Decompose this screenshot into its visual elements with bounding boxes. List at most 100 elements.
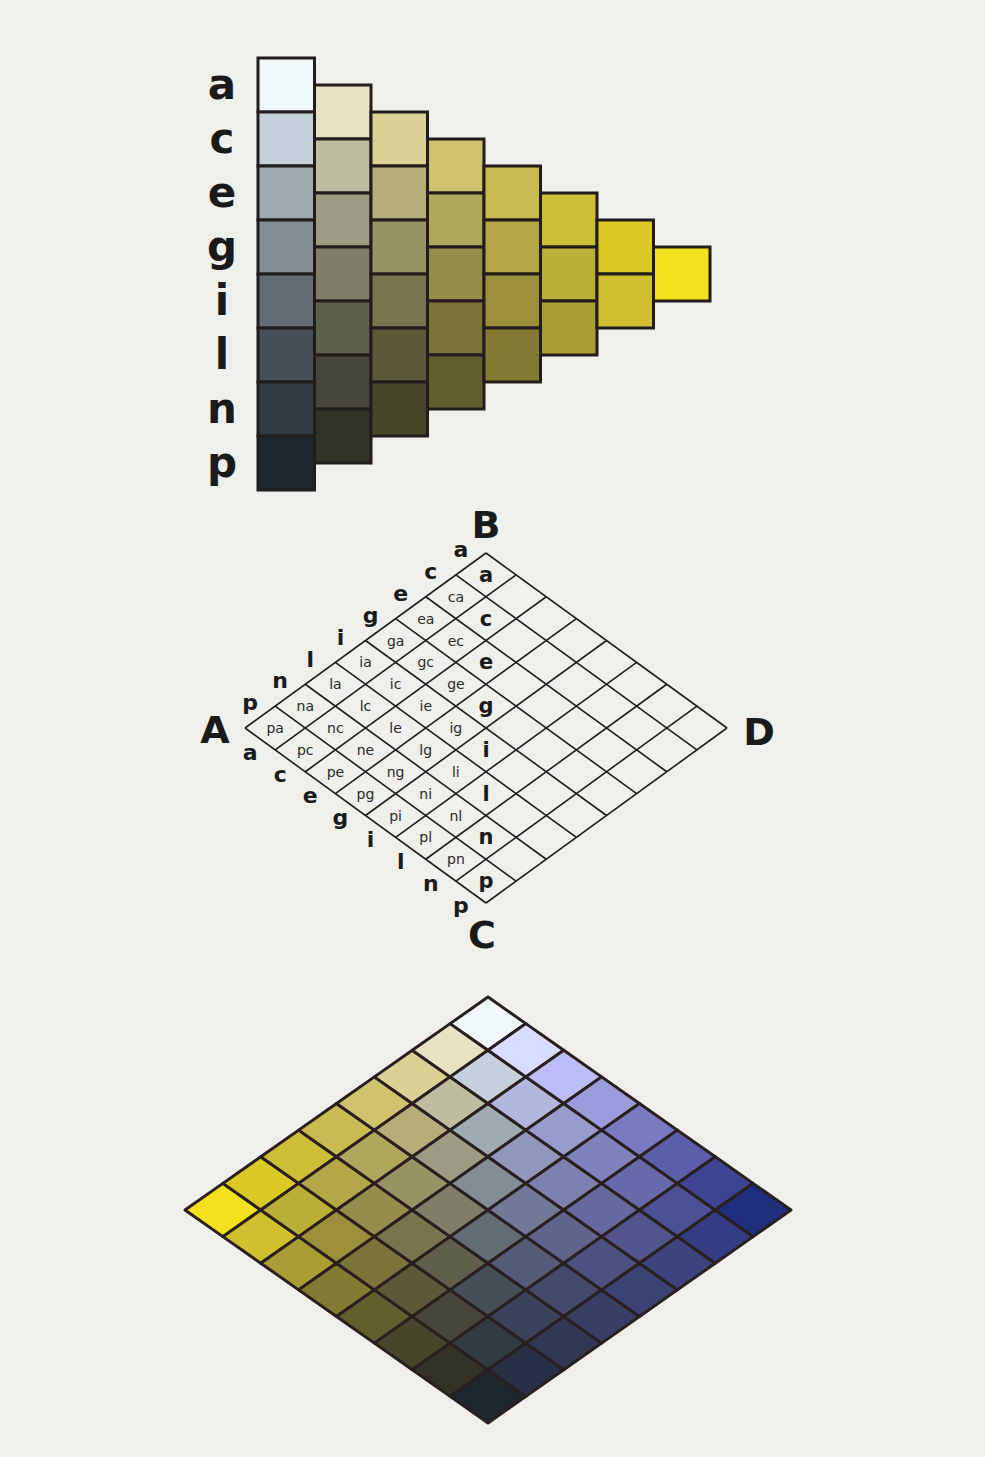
paint-swatch [258,328,315,382]
paint-swatch [371,166,428,220]
paint-swatch [371,274,428,328]
edge-letter: n [272,670,288,692]
edge-letter: g [363,605,379,627]
edge-letter: g [333,807,349,829]
paint-swatch [315,85,372,139]
cell-label: ie [419,699,432,713]
paint-swatch [484,166,541,220]
edge-letter: l [397,851,405,873]
paint-swatch [597,274,654,328]
paint-swatch [428,247,485,301]
edge-letter: e [393,583,408,605]
cell-label: la [329,677,341,691]
cell-label: nc [327,721,344,735]
paint-swatch [484,328,541,382]
paint-swatch [258,382,315,436]
edge-letter: p [453,895,469,917]
cell-label: le [389,721,402,735]
grid-line [396,662,637,837]
cell-label: lg [419,743,432,757]
row-letter: c [210,118,235,160]
painted-mixing-diamond [185,997,791,1423]
corner-label: B [472,506,501,544]
diagonal-letter: e [479,652,493,673]
paint-swatch [654,247,711,301]
edge-letter: e [303,785,318,807]
corner-label: D [743,713,775,751]
cell-label: pa [266,721,283,735]
paint-swatch [371,220,428,274]
cell-label: pc [297,743,314,757]
grid-line [426,597,667,772]
row-letter: p [207,442,237,484]
paint-swatch [541,301,598,355]
row-letter: l [215,334,229,376]
cell-label: ea [417,612,434,626]
paint-swatch [597,220,654,274]
paint-swatch [541,247,598,301]
diagonal-letter: n [479,827,494,848]
grid-line [456,706,697,881]
paint-swatch [541,193,598,247]
edge-letter: a [454,539,469,561]
paint-swatch [428,139,485,193]
cell-label: ge [447,677,465,691]
edge-letter: p [242,692,258,714]
edge-letter: a [243,742,258,764]
grid-line [366,641,607,816]
edge-letter: l [307,649,315,671]
paint-swatch [428,355,485,409]
cell-label: nl [449,809,462,823]
grid-line [426,684,667,859]
edge-letter: i [367,829,375,851]
cell-label: ga [387,634,404,648]
cell-label: lc [360,699,372,713]
paint-swatch [258,220,315,274]
diagonal-letter: l [482,783,489,804]
cell-label: ic [390,677,402,691]
paint-swatch [371,382,428,436]
row-letter: i [215,280,229,322]
cell-label: ca [448,590,464,604]
row-letter: n [207,388,237,430]
diagonal-letter: i [482,739,489,760]
paint-swatch [484,220,541,274]
cell-label: pi [389,809,402,823]
diagonal-letter: a [479,564,493,585]
cell-label: ig [449,721,462,735]
diagonal-letter: c [480,608,492,629]
row-letter: a [208,64,236,106]
paint-swatch [371,112,428,166]
grid-line [486,728,727,903]
edge-letter: c [274,764,287,786]
diagonal-letter: g [478,696,493,717]
cell-label: pn [447,852,465,866]
paint-swatch [428,193,485,247]
paint-swatch [371,328,428,382]
cell-label: pl [419,830,432,844]
edge-letter: n [423,873,439,895]
corner-label: C [468,916,496,954]
paint-swatch [315,139,372,193]
grid-line [486,553,727,728]
paint-swatch [315,409,372,463]
paint-swatch [428,301,485,355]
paint-swatch [315,247,372,301]
value-scale-chart [258,58,710,490]
edge-letter: i [337,627,345,649]
paint-swatch [258,436,315,490]
cell-label: pe [327,765,345,779]
cell-label: li [452,765,460,779]
paint-swatch [258,58,315,112]
cell-label: ni [419,787,432,801]
paint-swatch [258,274,315,328]
paint-swatch [315,193,372,247]
grid-line [456,575,697,750]
cell-label: ia [359,655,371,669]
diagonal-letter: p [478,871,493,892]
paint-swatch [484,274,541,328]
paint-swatch [315,355,372,409]
mixing-grid-guide [245,553,727,903]
